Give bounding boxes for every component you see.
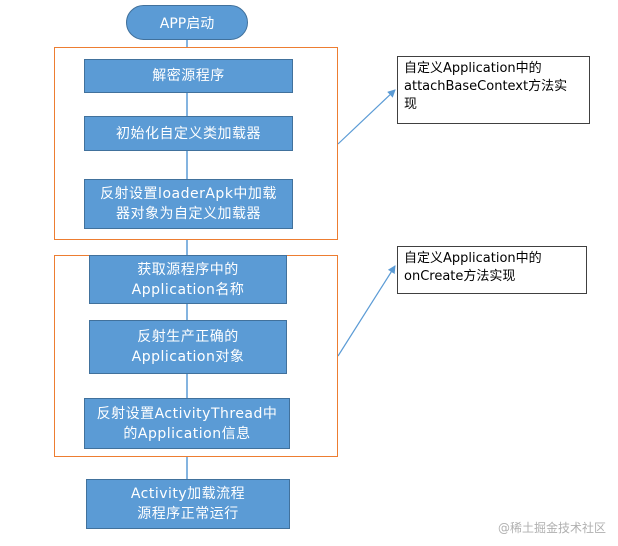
step-get-application-name-line-2: Application名称: [131, 281, 245, 298]
step-create-application-line-2: Application对象: [131, 349, 245, 365]
note-on-create-line-2: onCreate方法实现: [404, 269, 516, 284]
step-init-classloader: 初始化自定义类加载器: [84, 116, 293, 151]
pointer-group2-to-note2: [337, 265, 396, 357]
step-reflect-loader-apk-line-1: 反射设置loaderApk中加载: [100, 186, 277, 202]
pointer-group1-to-note1: [337, 89, 396, 145]
step-create-application-line-1: 反射生产正确的: [137, 329, 239, 345]
note-attach-base-context-line-2: attachBaseContext方法实: [404, 79, 568, 94]
note-attach-base-context: 自定义Application中的 attachBaseContext方法实 现: [397, 56, 590, 124]
watermark: @稀土掘金技术社区: [497, 521, 606, 535]
step-activity-loading: Activity加载流程 源程序正常运行: [86, 479, 290, 529]
step-init-classloader-line-1: 初始化自定义类加载器: [116, 125, 261, 142]
step-get-application-name-line-1: 获取源程序中的: [137, 261, 239, 278]
step-reflect-activity-thread-line-1: 反射设置ActivityThread中: [96, 405, 278, 422]
step-reflect-activity-thread-line-2: 的Application信息: [123, 425, 251, 442]
step-activity-loading-line-1: Activity加载流程: [130, 486, 246, 502]
group-attach-base-context: [54, 47, 338, 240]
note-on-create-line-1: 自定义Application中的: [404, 251, 542, 266]
step-reflect-activity-thread: 反射设置ActivityThread中 的Application信息: [84, 398, 290, 449]
step-get-application-name: 获取源程序中的 Application名称: [89, 255, 287, 304]
note-attach-base-context-line-3: 现: [404, 97, 418, 112]
step-create-application: 反射生产正确的 Application对象: [89, 320, 287, 374]
step-decrypt-source-line-1: 解密源程序: [152, 68, 225, 84]
note-on-create: 自定义Application中的 onCreate方法实现: [397, 246, 587, 294]
step-activity-loading-line-2: 源程序正常运行: [137, 506, 239, 522]
note-attach-base-context-line-1: 自定义Application中的: [404, 61, 542, 76]
start-label: APP启动: [159, 15, 215, 32]
start-node: APP启动: [126, 5, 248, 40]
step-decrypt-source: 解密源程序: [84, 59, 293, 93]
step-reflect-loader-apk: 反射设置loaderApk中加载 器对象为自定义加载器: [84, 179, 293, 229]
step-reflect-loader-apk-line-2: 器对象为自定义加载器: [116, 206, 261, 222]
